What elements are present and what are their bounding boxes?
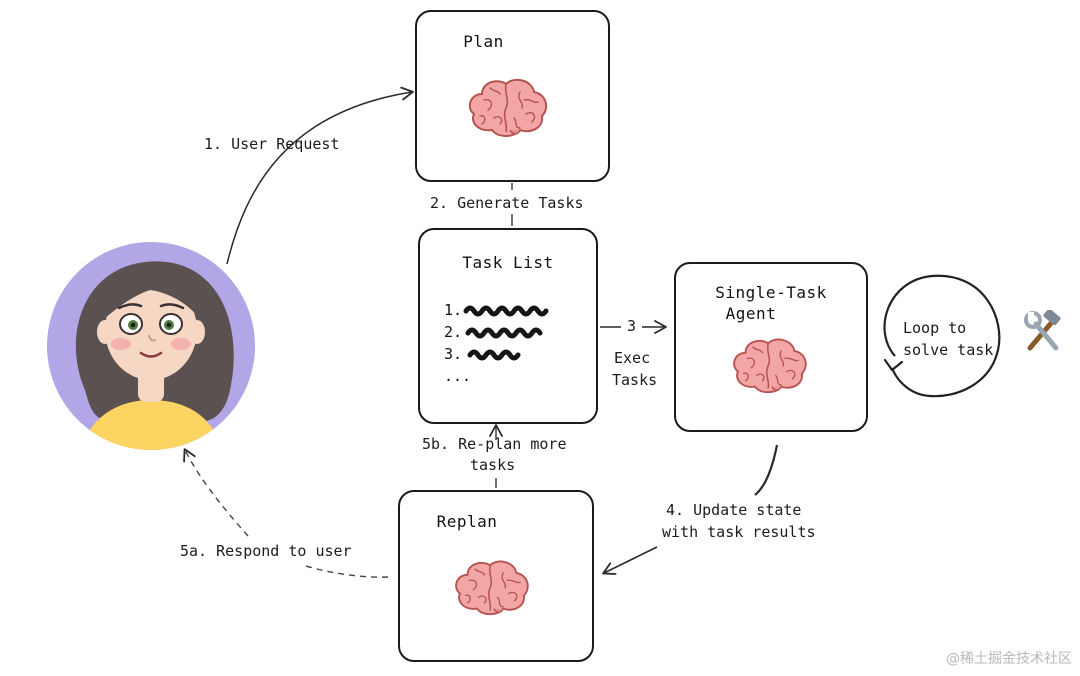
task-item-2: 2. (444, 323, 463, 341)
edge-respond (305, 565, 389, 578)
plan-box: Plan (415, 10, 610, 182)
label-user-request: 1. User Request (204, 135, 340, 153)
loop-arrowhead (883, 358, 904, 372)
task-item-1: 1. (444, 301, 463, 319)
user-avatar (47, 242, 255, 450)
task-scribbles (463, 305, 549, 361)
replan-title: Replan (436, 512, 498, 531)
shirt (80, 400, 223, 450)
agent-title-line2: Agent (725, 304, 777, 323)
loop-circle (883, 274, 1001, 398)
watermark: @稀土掘金技术社区 (946, 651, 1072, 667)
agent-box: Single-Task Agent (674, 262, 868, 432)
agent-title-line1: Single-Task (715, 283, 827, 302)
task-item-3: 3. (444, 345, 463, 363)
edge-user-request (226, 86, 414, 265)
hammer-wrench-icon (1024, 310, 1061, 351)
scribble-2 (465, 327, 543, 339)
label-respond: 5a. Respond to user (180, 542, 352, 560)
label-exec-line2: Tasks (612, 371, 658, 389)
label-replan-line2: tasks (470, 456, 516, 474)
edge-respond-2 (183, 448, 249, 537)
replan-box: Replan (398, 490, 594, 662)
label-update-line1: 4. Update state (666, 501, 802, 519)
label-loop-line1: Loop to (903, 319, 967, 337)
scribble-1 (463, 305, 549, 317)
label-exec-line1: Exec (614, 349, 651, 367)
label-replan-line1: 5b. Re-plan more (422, 435, 567, 453)
hair-fringe (103, 271, 202, 320)
task-list-title: Task List (462, 253, 554, 272)
label-exec-number: 3 (627, 317, 637, 335)
task-list-box: Task List 1. 2. 3. ... (418, 228, 598, 424)
plan-title: Plan (463, 32, 504, 51)
edge-update-state-2 (602, 546, 658, 575)
brain-icon (464, 74, 550, 140)
brain-icon (450, 556, 532, 618)
scribble-3 (467, 349, 521, 361)
label-update-line2: with task results (662, 523, 816, 541)
task-item-more: ... (444, 367, 472, 385)
edge-update-state (754, 444, 779, 496)
brain-icon (728, 334, 810, 396)
label-loop-line2: solve task (903, 341, 994, 359)
label-generate-tasks: 2. Generate Tasks (430, 194, 584, 212)
